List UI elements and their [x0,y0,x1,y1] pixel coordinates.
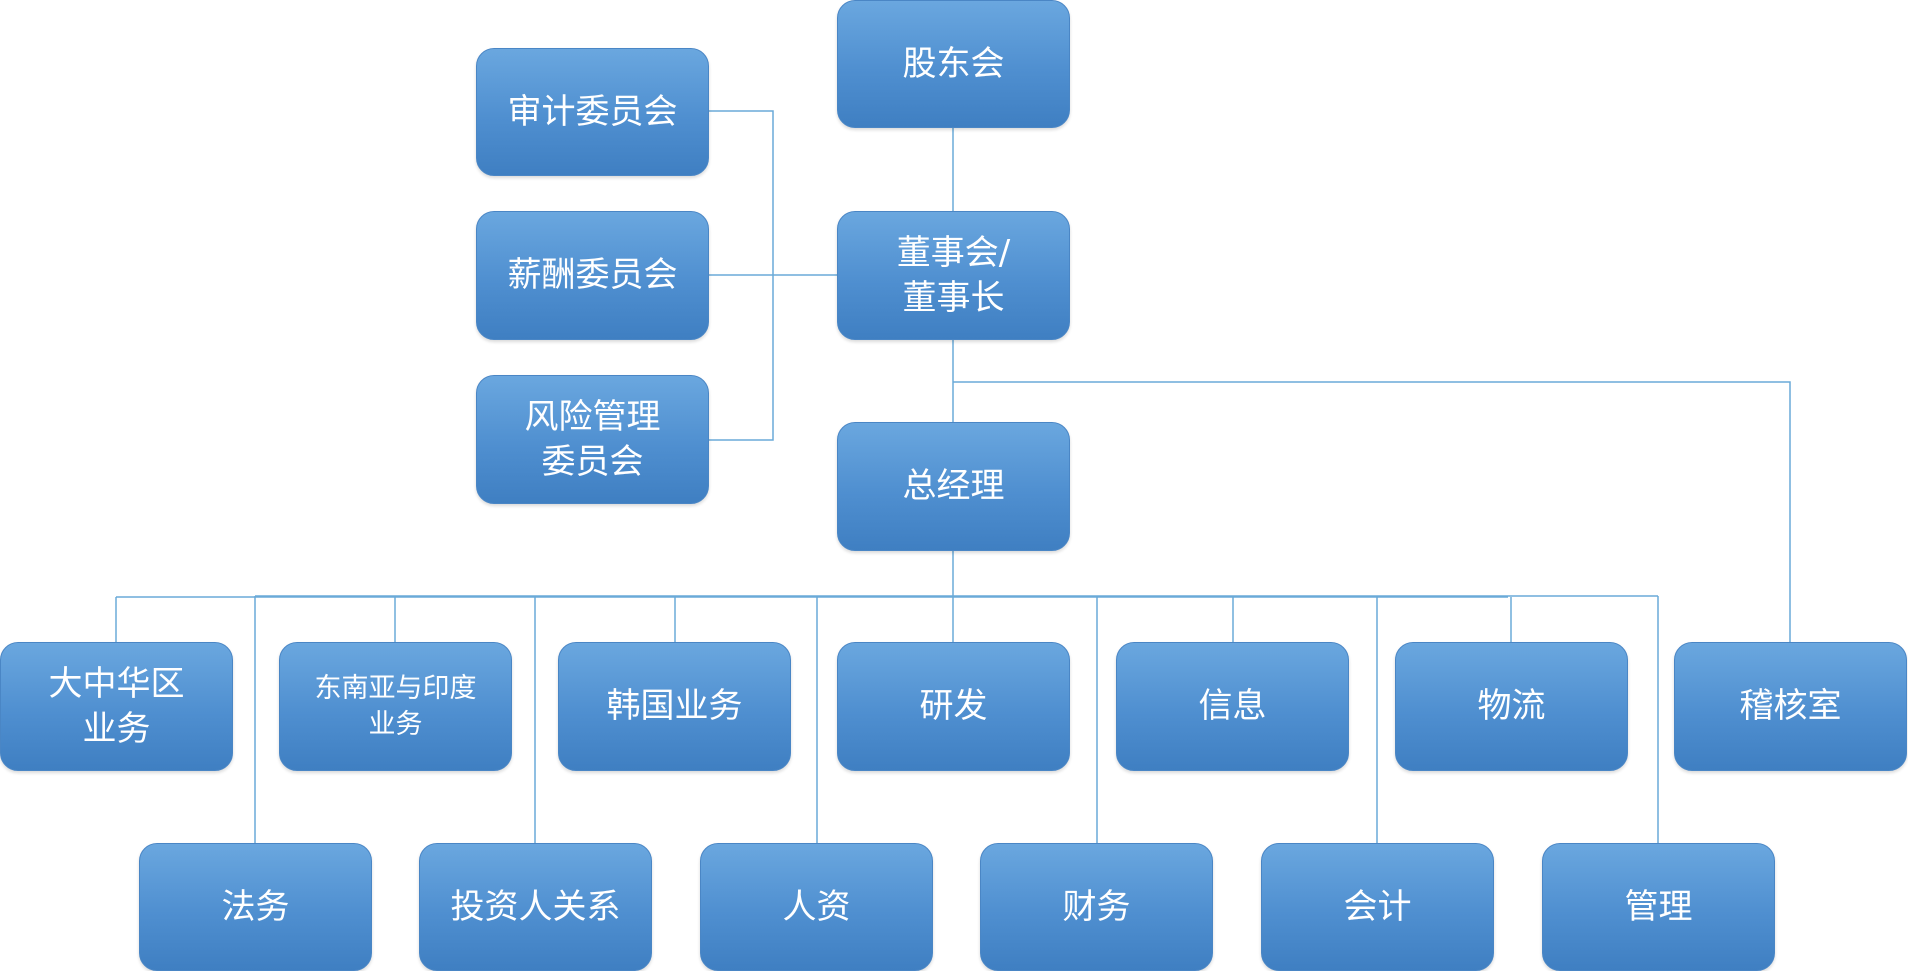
node-legal: 法务 [139,843,372,971]
line-board-audit-office [953,381,1791,642]
node-finance: 财务 [980,843,1213,971]
node-information: 信息 [1116,642,1349,771]
node-board: 董事会/ 董事长 [837,211,1070,340]
node-management: 管理 [1542,843,1775,971]
node-logistics: 物流 [1395,642,1628,771]
node-sea-india: 东南亚与印度 业务 [279,642,512,771]
node-audit-committee: 审计委员会 [476,48,709,176]
node-audit-office: 稽核室 [1674,642,1907,771]
node-shareholders: 股东会 [837,0,1070,128]
node-accounting: 会计 [1261,843,1494,971]
node-rnd: 研发 [837,642,1070,771]
node-hr: 人资 [700,843,933,971]
node-greater-china: 大中华区 业务 [0,642,233,771]
node-risk-committee: 风险管理 委员会 [476,375,709,504]
node-general-manager: 总经理 [837,422,1070,551]
node-compensation-committee: 薪酬委员会 [476,211,709,340]
node-korea: 韩国业务 [558,642,791,771]
node-investor-relations: 投资人关系 [419,843,652,971]
